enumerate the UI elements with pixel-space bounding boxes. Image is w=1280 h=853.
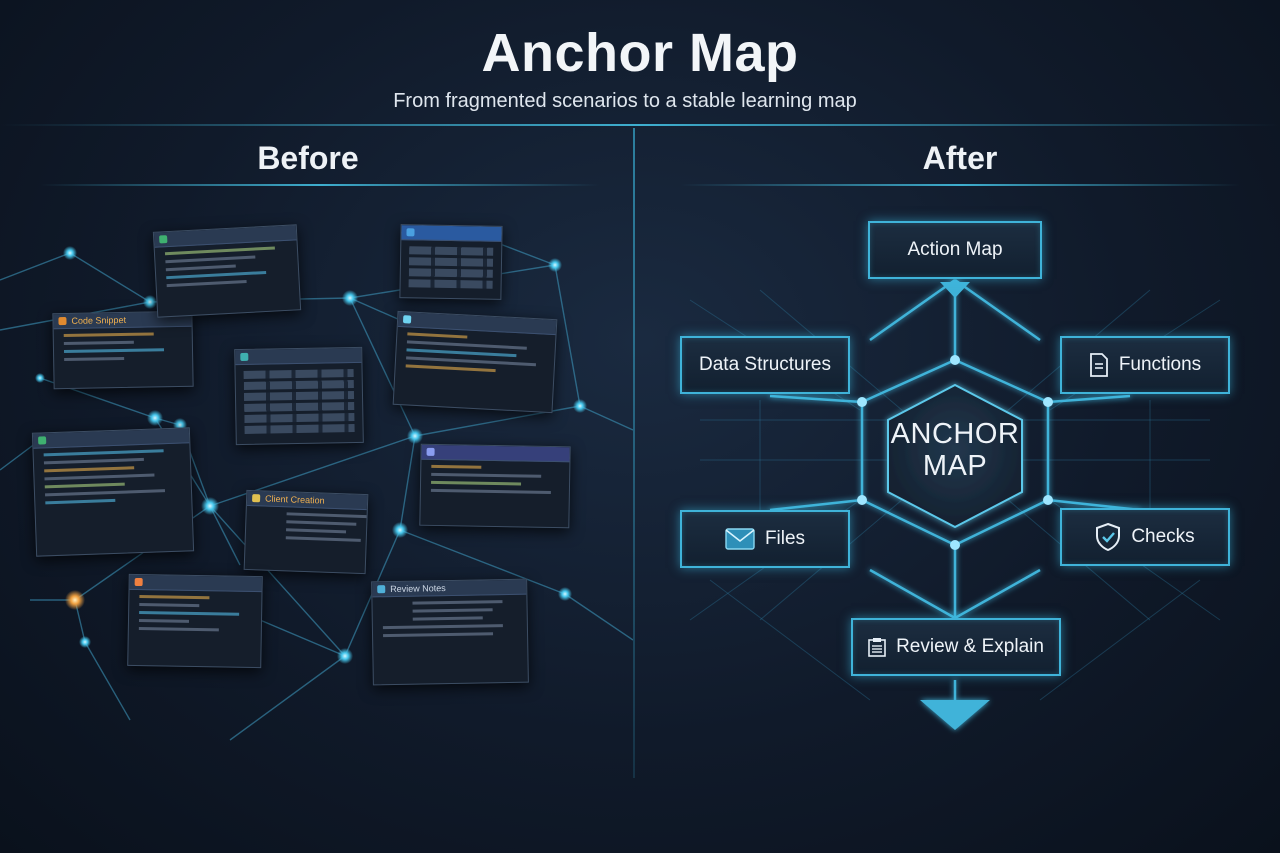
header-divider (0, 124, 1280, 126)
anchor-map-label: ANCHOR MAP (890, 418, 1020, 482)
node-checks[interactable]: Checks (1060, 508, 1230, 566)
panel-divider (633, 128, 635, 778)
anchor-hexagon (887, 383, 1023, 529)
node-functions[interactable]: Functions (1060, 336, 1230, 394)
bottom-arrow (920, 700, 990, 730)
before-heading: Before (257, 140, 359, 176)
node-action-map[interactable]: Action Map (868, 221, 1042, 279)
node-files[interactable]: Files (680, 510, 850, 568)
junction-dots (857, 355, 1053, 550)
after-underline (680, 184, 1240, 186)
before-underline (40, 184, 600, 186)
page-subtitle: From fragmented scenarios to a stable le… (393, 90, 857, 112)
page-title: Anchor Map (481, 23, 799, 83)
after-heading: After (922, 140, 998, 176)
node-review-explain[interactable]: Review & Explain (851, 618, 1061, 676)
node-data-structures[interactable]: Data Structures (680, 336, 850, 394)
checklist-icon (868, 637, 886, 657)
top-connector (940, 282, 970, 298)
envelope-icon (725, 528, 755, 550)
shield-check-icon (1095, 523, 1121, 551)
document-icon (1089, 353, 1109, 377)
